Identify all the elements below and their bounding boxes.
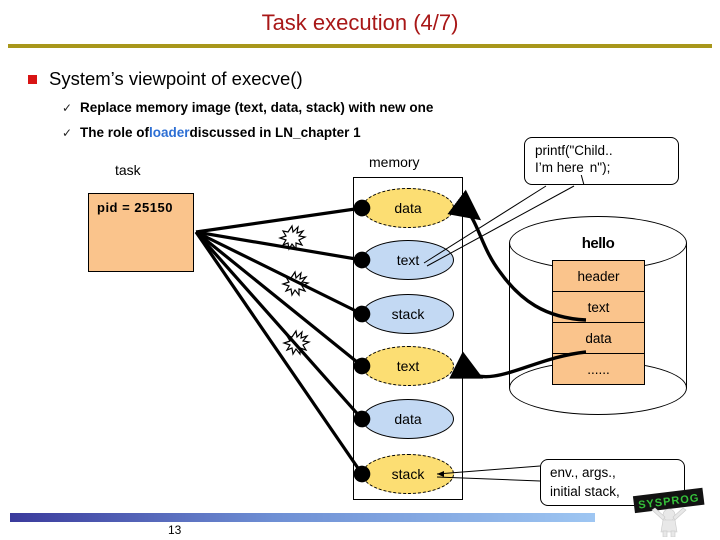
file-section-header: header [553,261,644,292]
page-number: 13 [168,523,182,537]
env-line-2: initial stack, [550,484,620,499]
printf-line-2: I’m here n"); [535,159,678,189]
sub-bullet-1-label: Replace memory image (text, data, stack)… [80,100,434,115]
file-section-text: text [553,292,644,323]
explosion-icon [278,224,311,356]
sub-bullet-2-keyword: loader [149,125,190,140]
page-title: Task execution (4/7) [261,10,459,35]
check-bullet-icon: ✓ [62,101,73,115]
task-memory-links [194,199,371,483]
file-name-label: hello [581,235,615,252]
env-callout: env., args., initial stack, [540,459,685,506]
sub-bullet-2-pre: The role of [80,125,150,140]
printf-callout: printf("Child.. I’m here n"); [524,137,679,189]
task-label: task [115,162,141,178]
bullet-level1-label: System’s viewpoint of execve() [49,68,303,89]
printf-line-1: printf("Child.. [535,143,613,158]
task-box: pid = 25150 [88,193,194,272]
bullet-level1: System’s viewpoint of execve() [28,68,303,90]
file-section-table: header text data ...... [552,260,645,385]
square-bullet-icon [28,74,37,84]
sub-bullet-2-post: discussed in LN_chapter 1 [189,125,361,140]
memory-slot-stack-new: stack [362,454,454,494]
memory-slot-text-1: text [362,240,454,280]
memory-slot-text-new: text [362,346,454,386]
memory-label: memory [369,154,420,170]
title-divider [8,44,712,48]
memory-slot-stack-1: stack [362,294,454,334]
task-pid-value: pid = 25150 [97,200,173,215]
file-section-data: data [553,323,644,354]
env-line-1: env., args., [550,465,616,480]
sysprog-logo: SYSPROG [632,487,705,537]
sub-bullet-1: ✓ Replace memory image (text, data, stac… [62,100,433,115]
memory-slot-data-2: data [362,399,454,439]
printf-line-2-pre: I’m here [535,160,584,175]
file-section-more: ...... [587,361,610,377]
memory-slot-data-old: data [362,188,454,228]
sub-bullet-2: ✓ The role of loader discussed in LN_cha… [62,125,361,140]
footer-gradient-bar [10,513,595,522]
printf-line-2-escape: n"); [589,160,611,175]
check-bullet-icon: ✓ [62,126,73,140]
